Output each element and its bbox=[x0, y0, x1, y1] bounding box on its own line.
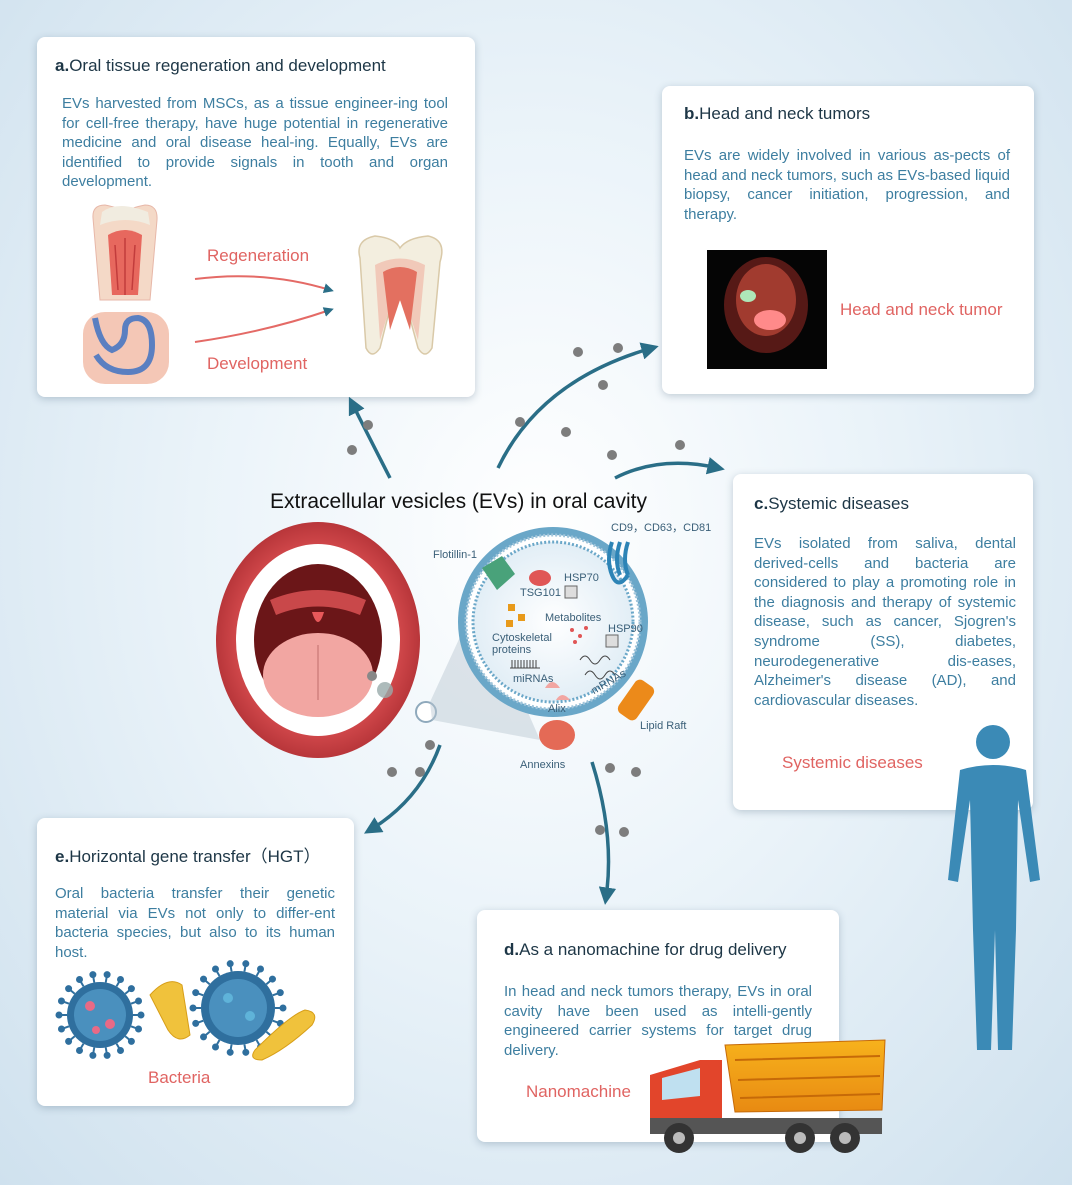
cytoskeletal-proteins-squares bbox=[506, 604, 525, 627]
cd-tetraspanins-shape bbox=[607, 541, 630, 585]
panel-d-text: In head and neck tumors therapy, EVs in … bbox=[504, 983, 812, 1059]
virus-spike-tip bbox=[226, 1048, 234, 1056]
virus-spikes bbox=[55, 960, 287, 1059]
bacteria-label: Bacteria bbox=[148, 1068, 211, 1087]
cd-markers-label: CD9，CD63，CD81 bbox=[611, 522, 711, 534]
panel-e-text: Oral bacteria transfer their genetic mat… bbox=[55, 885, 335, 961]
regeneration-label: Regeneration bbox=[207, 246, 310, 265]
tooth-healthy-icon bbox=[358, 235, 443, 355]
virus-spike-tip bbox=[276, 989, 284, 997]
virus-spike-tip bbox=[268, 975, 276, 983]
virus-spike-tip bbox=[242, 960, 250, 968]
bacillus-icon-1 bbox=[149, 981, 191, 1040]
annexins-label: Annexins bbox=[520, 759, 566, 771]
flotillin-1-shape bbox=[482, 556, 515, 590]
mirnas-label: miRNAs bbox=[513, 673, 554, 685]
flotillin-label: Flotillin-1 bbox=[433, 549, 477, 561]
virus-spike-tip bbox=[242, 1048, 250, 1056]
panel-b-title: b.Head and neck tumors bbox=[684, 104, 871, 123]
panel-c-text: EVs isolated from saliva, dental derived… bbox=[754, 535, 1016, 709]
hsp70-label: HSP70 bbox=[564, 572, 599, 584]
panel-d-title: d.As a nanomachine for drug delivery bbox=[504, 940, 787, 959]
center-title: Extracellular vesicles (EVs) in oral cav… bbox=[270, 490, 647, 513]
tsg101-label: TSG101 bbox=[520, 587, 561, 599]
virus-spike-tip bbox=[192, 1019, 200, 1027]
arrow-to-panel-a bbox=[348, 396, 392, 479]
proteins-label: proteins bbox=[492, 644, 532, 656]
hsp90-label: HSP90 bbox=[608, 623, 643, 635]
tsg101-shape bbox=[529, 570, 551, 586]
virus-spike-tip bbox=[103, 971, 111, 979]
virus-spike-tip bbox=[226, 960, 234, 968]
mirnas-strands bbox=[510, 660, 540, 669]
virus-spike-tip bbox=[103, 1051, 111, 1059]
head-neck-tumor-label: Head and neck tumor bbox=[840, 300, 1003, 319]
development-arrow bbox=[194, 307, 334, 343]
virus-spike-tip bbox=[279, 1004, 287, 1012]
virus-spike-tip bbox=[135, 1025, 143, 1033]
systemic-diseases-label: Systemic diseases bbox=[782, 753, 923, 772]
virus-spike-tip bbox=[65, 985, 73, 993]
virus-spike-tip bbox=[212, 965, 219, 973]
virus-spike-tip bbox=[57, 997, 65, 1005]
virus-spike-tip bbox=[192, 989, 200, 997]
vesicle-particle-dots bbox=[347, 343, 685, 837]
human-silhouette-icon bbox=[948, 725, 1040, 1050]
pet-scan-image bbox=[707, 250, 827, 369]
virus-spike-tip bbox=[76, 1047, 83, 1055]
lipid-raft-shape bbox=[617, 679, 655, 721]
alix-shapes bbox=[545, 682, 570, 700]
virus-spike-tip bbox=[89, 971, 97, 979]
zoom-origin-circle bbox=[415, 701, 437, 723]
virus-spike-tip bbox=[212, 1043, 219, 1051]
virus-spike-tip bbox=[200, 975, 208, 983]
mrnas-strands bbox=[579, 655, 616, 680]
virus-icon-1 bbox=[67, 982, 133, 1048]
virus-spike-tip bbox=[55, 1011, 63, 1019]
virus-spike-tip bbox=[137, 1011, 145, 1019]
virus-spike-tip bbox=[127, 985, 135, 993]
arrow-to-panel-d bbox=[590, 761, 617, 905]
virus-spike-tip bbox=[76, 975, 83, 983]
virus-spike-tip bbox=[57, 1025, 65, 1033]
panel-horizontal-gene-transfer bbox=[37, 818, 354, 1106]
panel-a-title: a.Oral tissue regeneration and developme… bbox=[55, 56, 386, 75]
annexins-shape bbox=[539, 720, 575, 750]
arrow-to-panel-b bbox=[496, 342, 659, 469]
virus-spike-tip bbox=[127, 1037, 135, 1045]
alix-label: Alix bbox=[548, 703, 566, 715]
arrow-to-panel-c bbox=[614, 457, 725, 480]
arrow-to-panel-e bbox=[363, 744, 442, 834]
metabolites-label: Metabolites bbox=[545, 612, 602, 624]
panel-b-text: EVs are widely involved in various as-pe… bbox=[684, 147, 1010, 223]
virus-spike-tip bbox=[89, 1051, 97, 1059]
virus-spike-tip bbox=[200, 1033, 208, 1041]
virus-spike-tip bbox=[117, 1047, 124, 1055]
virus-spike-tip bbox=[189, 1004, 197, 1012]
cytoskeletal-label: Cytoskeletal bbox=[492, 632, 552, 644]
panel-c-title: c.Systemic diseases bbox=[754, 494, 909, 513]
development-label: Development bbox=[207, 354, 308, 373]
virus-spike-tip bbox=[135, 997, 143, 1005]
virus-icon-2 bbox=[201, 971, 275, 1045]
virus-spike-tip bbox=[117, 975, 124, 983]
nanomachine-label: Nanomachine bbox=[526, 1082, 631, 1101]
hsp90-cube bbox=[605, 634, 619, 648]
bacillus-icon-2 bbox=[252, 1009, 316, 1061]
panel-a-text: EVs harvested from MSCs, as a tissue eng… bbox=[62, 95, 448, 191]
virus-spike-tip bbox=[65, 1037, 73, 1045]
tooth-germ-icon bbox=[83, 312, 169, 384]
truck-icon bbox=[650, 1039, 886, 1153]
metabolites-dots bbox=[570, 626, 588, 644]
regeneration-arrow bbox=[194, 275, 334, 294]
virus-spike-tip bbox=[257, 965, 264, 973]
hsp70-cube bbox=[564, 585, 578, 599]
tooth-decayed-icon bbox=[92, 204, 158, 301]
lipid-raft-label: Lipid Raft bbox=[640, 720, 686, 732]
panel-e-title: e.Horizontal gene transfer（HGT） bbox=[55, 847, 321, 866]
open-mouth-illustration bbox=[216, 522, 420, 758]
